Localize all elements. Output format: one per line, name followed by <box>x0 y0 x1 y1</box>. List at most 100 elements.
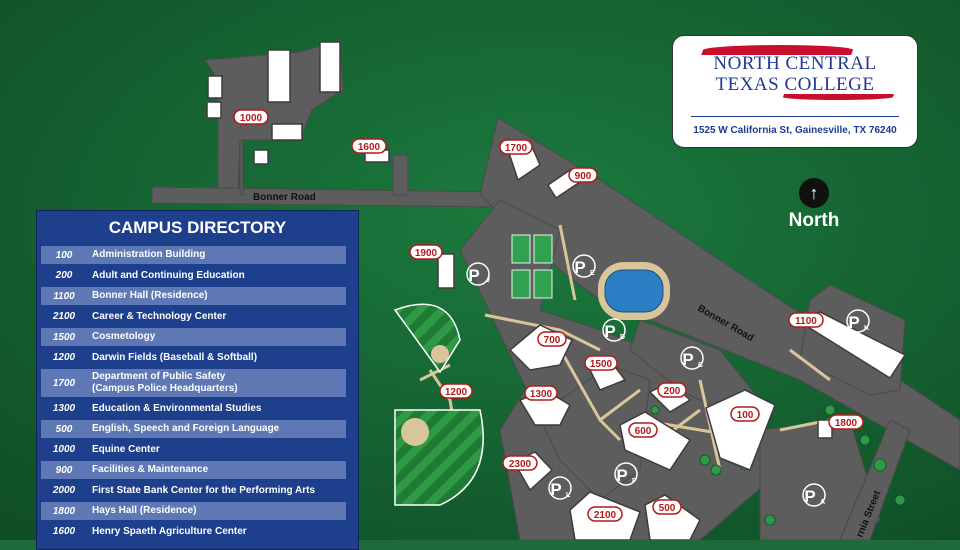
svg-text:L: L <box>566 492 571 499</box>
directory-row[interactable]: 1800 Hays Hall (Residence) <box>41 502 346 520</box>
directory-number: 2100 <box>52 311 76 322</box>
directory-name-line1: Department of Public Safety <box>92 371 226 382</box>
svg-text:1800: 1800 <box>835 418 858 429</box>
directory-number: 1300 <box>52 403 76 414</box>
building-label-2300: 2300 <box>502 455 538 471</box>
directory-row[interactable]: 1300 Education & Environmental Studies <box>41 400 346 418</box>
directory-name: Henry Spaeth Agriculture Center <box>92 525 247 537</box>
building-label-600: 600 <box>628 422 658 438</box>
building-label-1600: 1600 <box>351 138 387 154</box>
building-label-100: 100 <box>730 406 760 422</box>
svg-text:F: F <box>632 478 637 485</box>
north-label: North <box>788 210 840 231</box>
pond <box>598 262 670 320</box>
directory-number: 1100 <box>53 290 75 302</box>
building-label-1000: 1000 <box>233 109 269 125</box>
directory-row[interactable]: 200 Adult and Continuing Education <box>41 267 346 285</box>
directory-name: Education & Environmental Studies <box>92 402 262 414</box>
directory-number: 1200 <box>52 352 76 363</box>
svg-text:P: P <box>682 350 693 369</box>
svg-text:1000: 1000 <box>240 113 263 124</box>
directory-name: Equine Center <box>92 443 160 455</box>
building-label-1800: 1800 <box>828 414 864 430</box>
directory-name: Cosmetology <box>92 331 156 342</box>
building-label-500: 500 <box>652 499 682 515</box>
logo-divider <box>691 116 899 117</box>
road-label-bonner-west: Bonner Road <box>253 192 316 203</box>
north-indicator: ↑ North <box>784 178 844 232</box>
svg-text:C: C <box>698 362 703 369</box>
building-label-1900: 1900 <box>409 244 443 260</box>
svg-text:P: P <box>616 466 627 485</box>
svg-text:1700: 1700 <box>505 143 528 154</box>
directory-name: Career & Technology Center <box>92 310 227 322</box>
directory-row[interactable]: 2000 First State Bank Center for the Perf… <box>41 482 346 500</box>
svg-text:2300: 2300 <box>509 459 532 470</box>
svg-text:100: 100 <box>737 410 754 421</box>
svg-text:P: P <box>468 266 479 285</box>
directory-title: CAMPUS DIRECTORY <box>108 218 287 237</box>
svg-text:1100: 1100 <box>795 316 817 327</box>
college-logo-card: NORTH CENTRAL TEXAS COLLEGE 1525 W Calif… <box>672 35 918 148</box>
svg-text:900: 900 <box>575 171 592 182</box>
north-arrow-icon: ↑ <box>799 178 829 208</box>
directory-name: First State Bank Center for the Performi… <box>92 484 316 496</box>
directory-number: 500 <box>55 423 73 435</box>
svg-text:700: 700 <box>544 335 561 346</box>
building-label-2100: 2100 <box>587 506 623 522</box>
directory-name: Department of Public Safety(Campus Polic… <box>87 371 238 395</box>
building-label-200: 200 <box>657 382 687 398</box>
building-label-1300: 1300 <box>524 385 558 401</box>
logo-swoosh-bottom <box>781 94 895 100</box>
directory-name: Bonner Hall (Residence) <box>92 290 208 301</box>
directory-row[interactable]: 500 English, Speech and Foreign Language <box>41 420 346 438</box>
directory-row[interactable]: 2100 Career & Technology Center <box>41 308 346 326</box>
svg-text:600: 600 <box>635 426 652 437</box>
building-label-1500: 1500 <box>584 355 618 371</box>
directory-name: Administration Building <box>92 249 206 260</box>
tennis-courts <box>511 234 553 299</box>
directory-name: English, Speech and Foreign Language <box>92 423 280 434</box>
svg-text:1200: 1200 <box>445 387 468 398</box>
svg-text:A: A <box>820 499 825 506</box>
svg-text:J: J <box>486 277 490 284</box>
building-label-900: 900 <box>568 167 598 183</box>
directory-number: 200 <box>55 270 73 281</box>
svg-text:P: P <box>804 487 815 506</box>
directory-row[interactable]: 1000 Equine Center <box>41 441 346 459</box>
directory-name: Hays Hall (Residence) <box>92 505 197 516</box>
directory-row[interactable]: 1100 Bonner Hall (Residence) <box>41 287 346 305</box>
svg-text:500: 500 <box>659 503 676 514</box>
directory-name: Adult and Continuing Education <box>92 269 245 281</box>
svg-text:E: E <box>590 270 595 277</box>
svg-text:P: P <box>550 480 561 499</box>
directory-row[interactable]: 1500 Cosmetology <box>41 328 346 346</box>
building-label-1200: 1200 <box>439 383 473 399</box>
directory-number: 1500 <box>52 331 76 343</box>
building-label-1700: 1700 <box>499 139 533 155</box>
svg-text:K: K <box>864 325 869 332</box>
directory-number: 1000 <box>52 444 76 455</box>
college-address: 1525 W California St, Gainesville, TX 76… <box>693 125 897 136</box>
svg-text:D: D <box>620 334 625 341</box>
directory-number: 2000 <box>52 485 76 496</box>
svg-text:2100: 2100 <box>594 510 617 521</box>
svg-text:1600: 1600 <box>358 142 381 153</box>
logo-name-line1: NORTH CENTRAL <box>713 53 877 74</box>
directory-number: 1800 <box>52 505 76 517</box>
